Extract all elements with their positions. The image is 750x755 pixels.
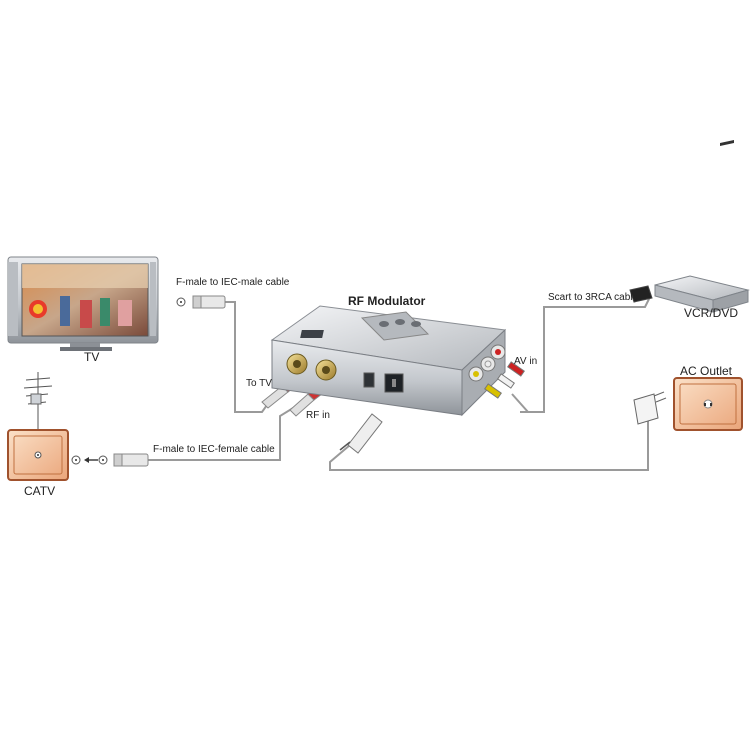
scart-connector: [629, 285, 653, 303]
cable-label-f-iec-male: F-male to IEC-male cable: [176, 277, 290, 288]
cable-label-scart-rca: Scart to 3RCA cable: [548, 292, 639, 303]
cable-scart: [528, 296, 651, 413]
cable-rca-fan: [511, 393, 531, 413]
catv-connector: [71, 453, 149, 467]
port-label-rf-in: RF in: [306, 410, 330, 421]
cables: [148, 296, 651, 471]
iec-male-plug: [176, 295, 226, 309]
ac-outlet-device: [673, 377, 743, 431]
dc-plug: [339, 413, 383, 454]
antenna-icon: [23, 372, 53, 430]
rf-modulator-device: [270, 305, 507, 417]
rca-plugs: [484, 361, 525, 399]
power-adapter-icon: [633, 391, 667, 425]
vcr-dvd-device: [654, 139, 750, 313]
cable-rf-in: [148, 404, 299, 461]
port-label-av-in: AV in: [514, 356, 538, 367]
catv-label: CATV: [24, 484, 56, 498]
cable-power: [329, 418, 649, 471]
tv-device: [7, 256, 159, 351]
vcr-dvd-label: VCR/DVD: [684, 306, 739, 320]
cable-label-f-iec-female: F-male to IEC-female cable: [153, 444, 275, 455]
catv-outlet: [7, 429, 69, 481]
port-label-to-tv: To TV: [246, 378, 272, 389]
cable-to-tv: [225, 301, 273, 413]
tv-label: TV: [84, 350, 100, 364]
ac-outlet-label: AC Outlet: [680, 364, 733, 378]
rf-modulator-label: RF Modulator: [348, 294, 426, 308]
